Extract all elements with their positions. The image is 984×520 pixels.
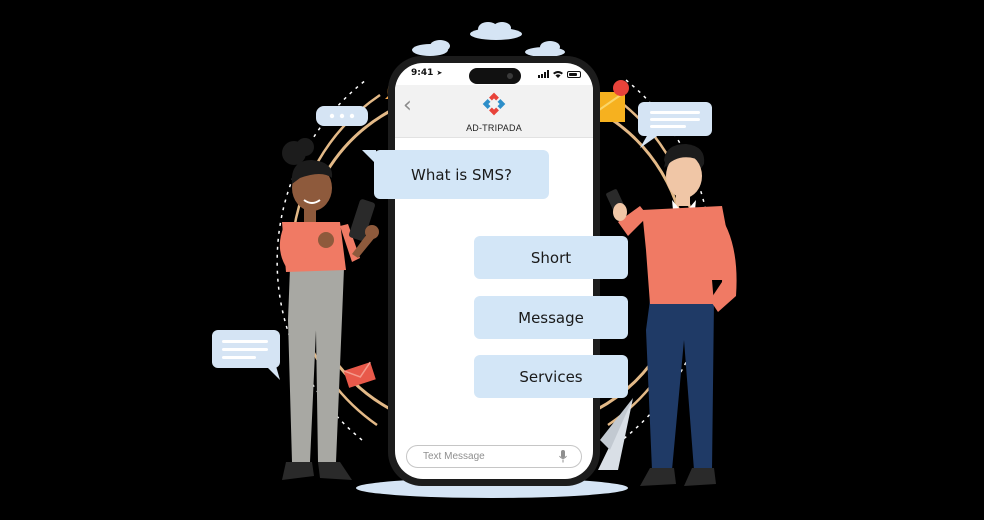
question-bubble: What is SMS?: [362, 150, 549, 199]
reply-bubble-short: Short: [474, 236, 628, 279]
cloud-top-left: [412, 40, 450, 56]
man-figure: [606, 144, 737, 486]
chat-bubble-icon-right: [638, 102, 712, 148]
brand-name: AD-TRIPADA: [466, 123, 522, 133]
location-icon: ➤: [436, 69, 443, 77]
battery-icon: [567, 71, 581, 78]
paper-plane-icon: [598, 398, 633, 470]
chat-bubble-icon-left: [212, 330, 280, 380]
status-time: 9:41 ➤: [411, 68, 443, 78]
cellular-signal-icon: [538, 70, 549, 78]
small-envelope-icon: [343, 361, 376, 388]
woman-figure: [279, 138, 379, 480]
cloud-top-right: [525, 41, 565, 57]
chat-header: ‹ AD-TRIPADA: [395, 85, 593, 138]
camera-dot: [507, 73, 513, 79]
chevron-left-icon[interactable]: ‹: [403, 93, 412, 118]
typing-bubble-icon: [316, 106, 368, 126]
reply-bubble-message: Message: [474, 296, 628, 339]
input-placeholder: Text Message: [423, 451, 485, 462]
wifi-icon: [553, 71, 563, 78]
ad-tripada-logo: [482, 92, 506, 116]
status-icons: [538, 70, 581, 78]
text-message-input[interactable]: Text Message: [406, 445, 582, 468]
dynamic-island: [469, 68, 521, 84]
cloud-top-center: [470, 22, 522, 40]
reply-bubble-services: Services: [474, 355, 628, 398]
microphone-icon[interactable]: [559, 450, 567, 463]
